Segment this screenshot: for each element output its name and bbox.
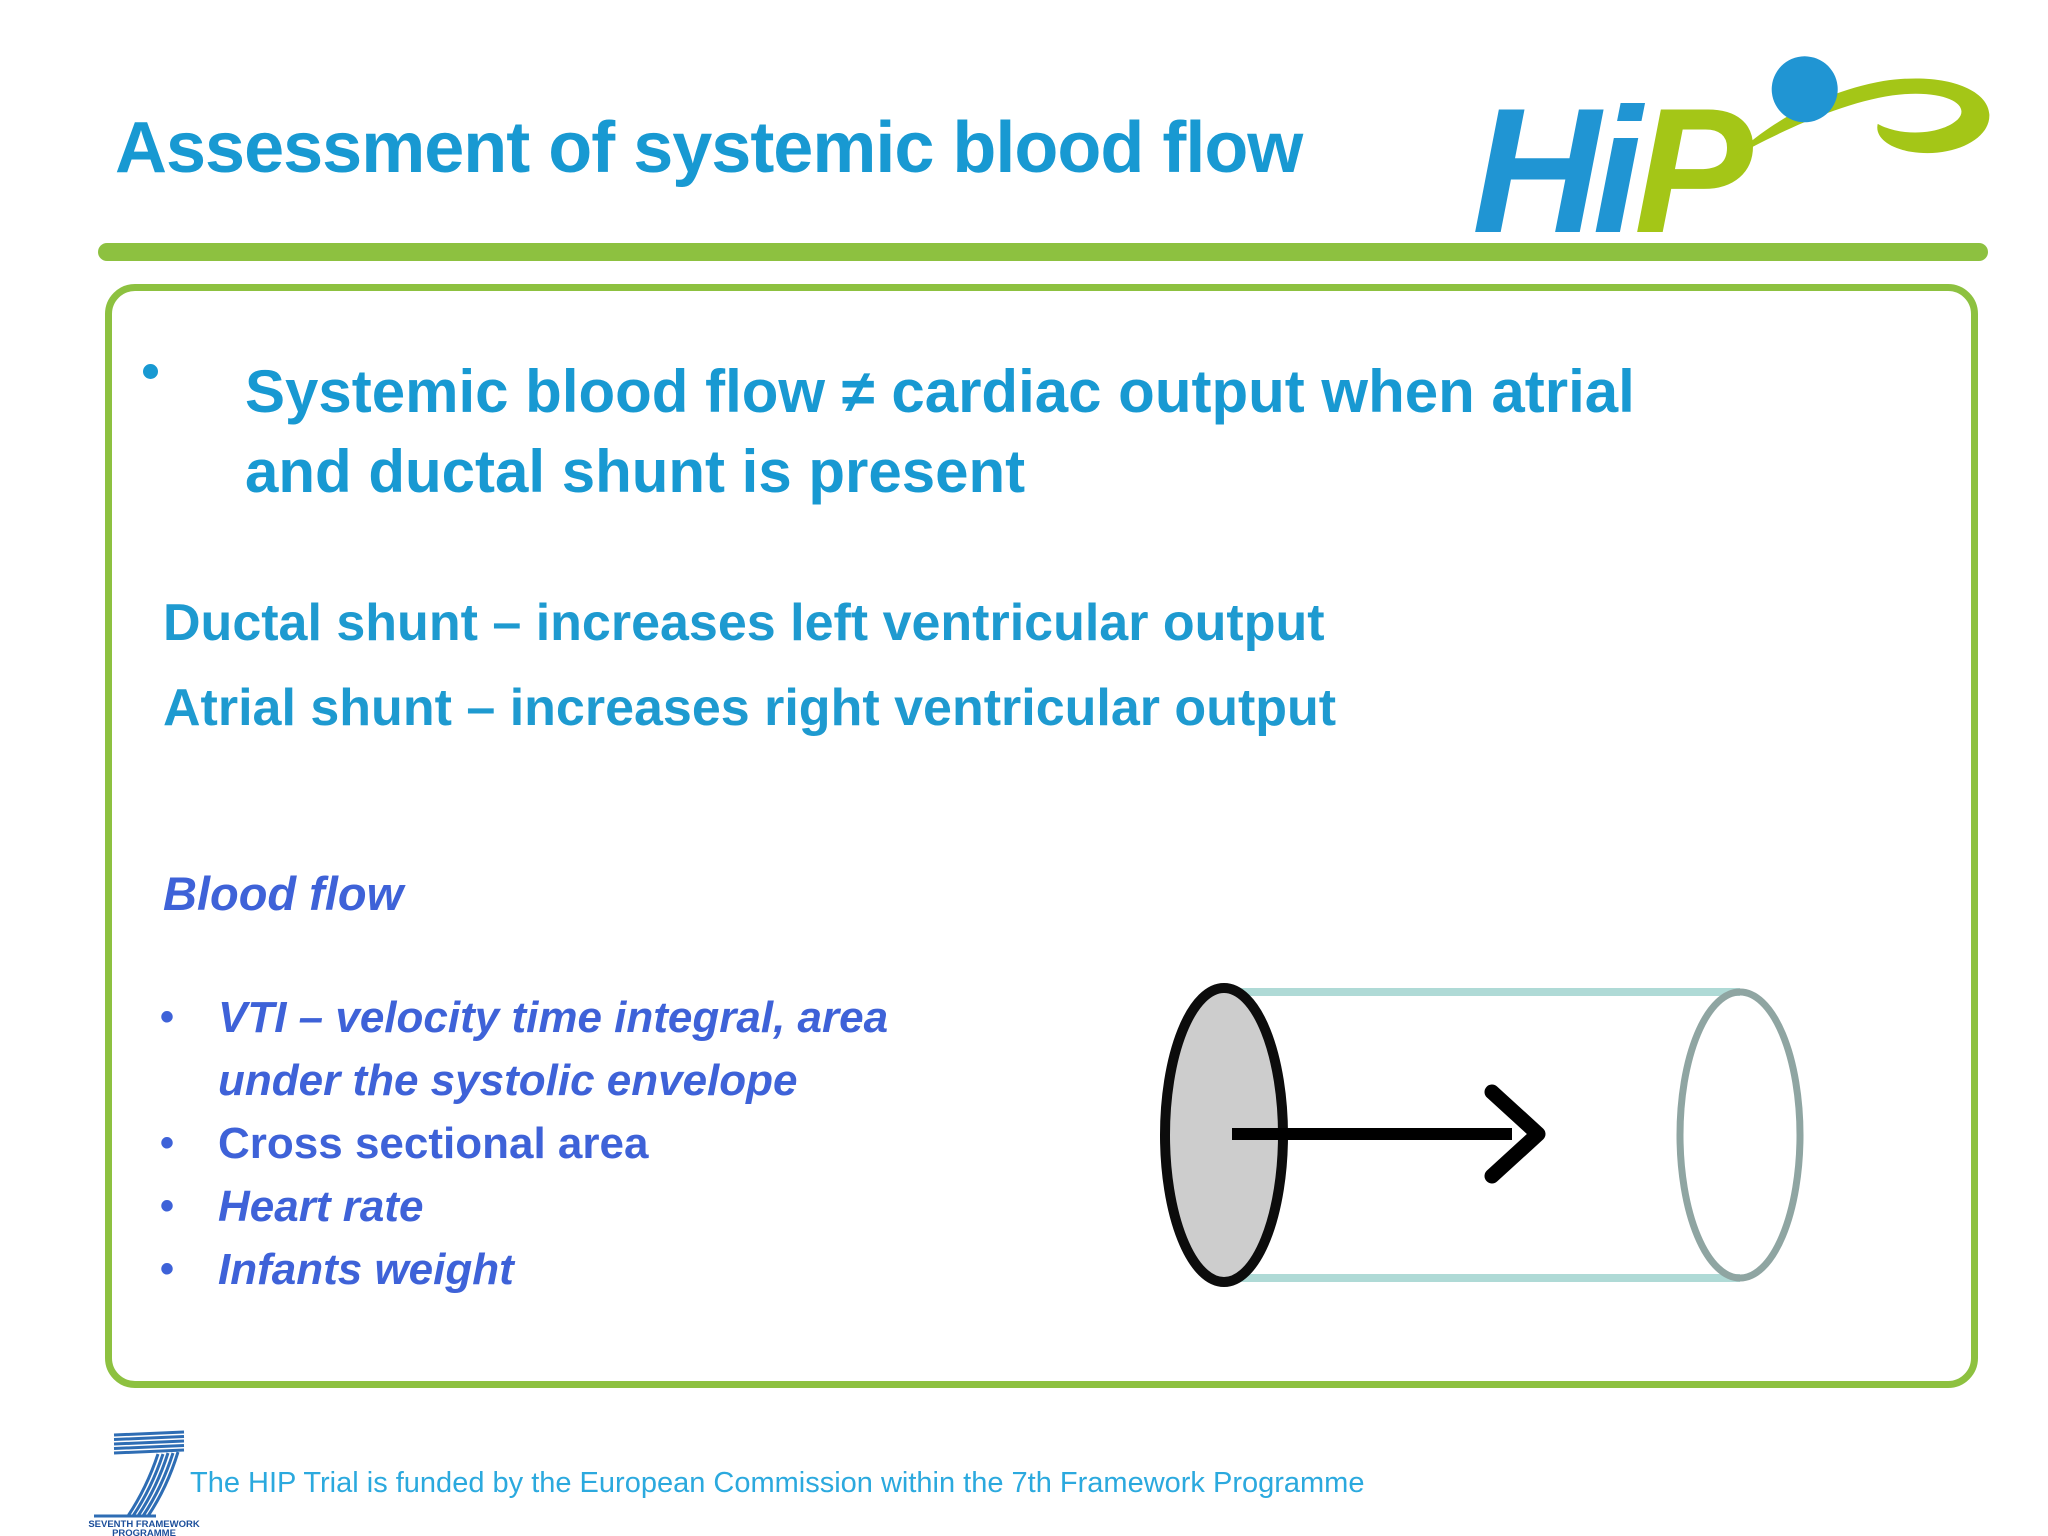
cylinder-far-rim (1676, 988, 1804, 1282)
main-bullet-text: Systemic blood flow ≠ cardiac output whe… (245, 358, 1635, 505)
list-item: • Infants weight (160, 1238, 888, 1301)
ductal-shunt-line: Ductal shunt – increases left ventricula… (163, 594, 1325, 652)
cylinder-diagram (1160, 983, 1804, 1287)
green-divider (98, 243, 1988, 261)
flow-arrow-head-icon (1484, 1084, 1546, 1184)
hip-swoosh-icon (1733, 56, 1990, 158)
bullet-dot: • (160, 1184, 175, 1228)
page-title: Assessment of systemic blood flow (115, 108, 1303, 188)
list-item: • VTI – velocity time integral, area und… (160, 986, 888, 1112)
fp7-caption: SEVENTH FRAMEWORK (88, 1519, 200, 1530)
hip-logo-text: HiP (1472, 82, 1753, 260)
list-item: • Cross sectional area (160, 1112, 888, 1175)
footer-note: The HIP Trial is funded by the European … (190, 1467, 1365, 1499)
atrial-shunt-line: Atrial shunt – increases right ventricul… (163, 679, 1337, 737)
list-item-label: Heart rate (218, 1182, 424, 1231)
bullet-dot: • (160, 1247, 175, 1291)
hip-letter-i: i (1592, 71, 1643, 270)
fp7-caption: PROGRAMME (112, 1528, 176, 1536)
fp7-logo: SEVENTH FRAMEWORK PROGRAMME (88, 1430, 200, 1536)
bullet-dot: • (160, 995, 175, 1039)
flow-factor-list: • VTI – velocity time integral, area und… (160, 986, 888, 1301)
bullet-dot: • (160, 1121, 175, 1165)
list-item-label: VTI – velocity time integral, area under… (218, 993, 889, 1105)
bullet-dot (143, 364, 158, 379)
list-item: • Heart rate (160, 1175, 888, 1238)
hip-letter-p: P (1634, 71, 1753, 270)
hip-letter-h: H (1472, 71, 1601, 270)
list-item-label: Cross sectional area (218, 1119, 649, 1168)
list-item-label: Infants weight (218, 1245, 514, 1294)
hip-logo: HiP (1472, 30, 2002, 260)
content-panel (105, 284, 1978, 1388)
blood-flow-heading: Blood flow (163, 867, 404, 920)
